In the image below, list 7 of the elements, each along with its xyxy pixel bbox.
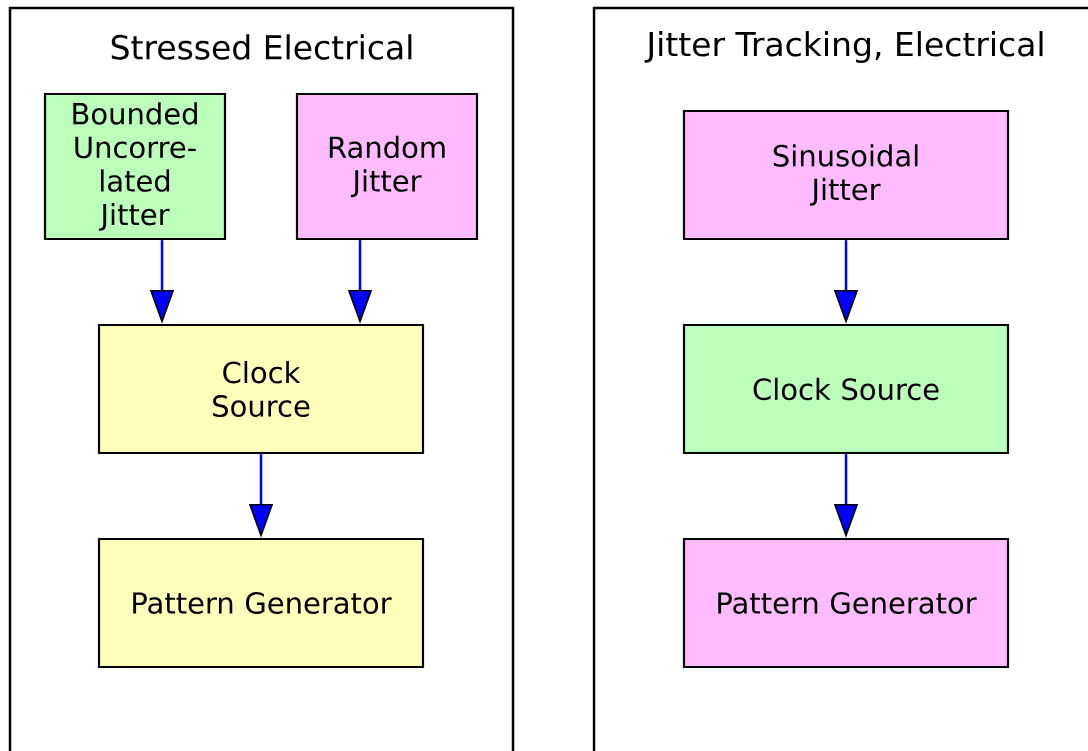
process-box: Pattern Generator — [682, 537, 1010, 669]
process-box: Bounded Uncorre- lated Jitter — [43, 92, 227, 241]
process-box: Random Jitter — [295, 92, 479, 241]
process-box: Clock Source — [682, 323, 1010, 455]
process-box: Sinusoidal Jitter — [682, 109, 1010, 241]
process-box: Clock Source — [97, 323, 425, 455]
process-box: Pattern Generator — [97, 537, 425, 669]
